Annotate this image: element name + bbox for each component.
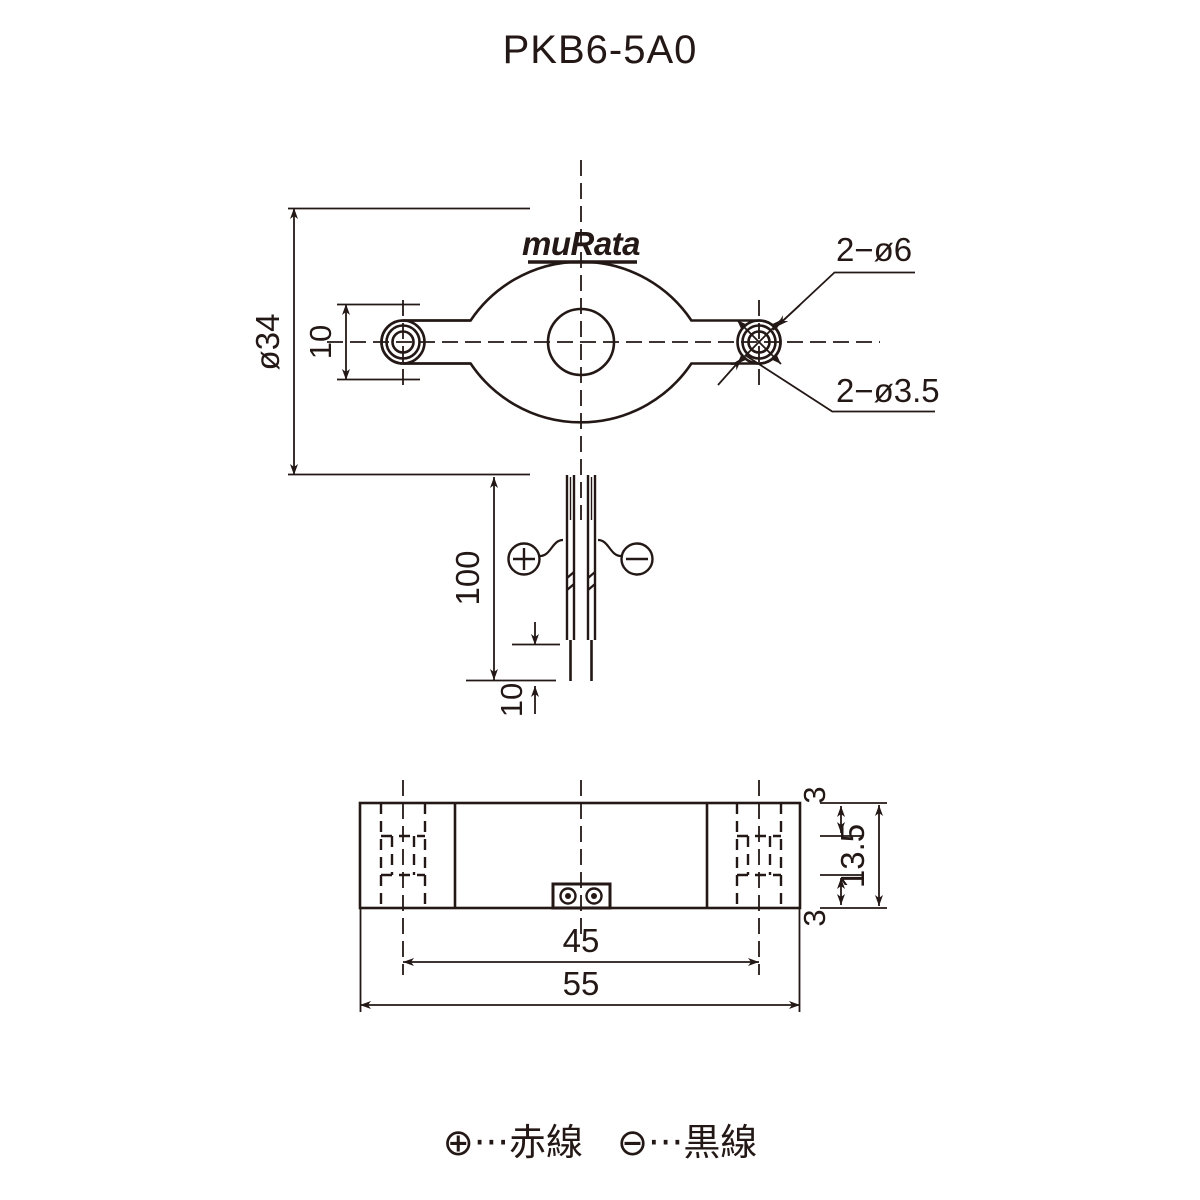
murata-logo: muRata: [522, 225, 641, 264]
lead-break-mark-lower: [566, 583, 596, 591]
legend-plus-dots: ···: [473, 1121, 509, 1164]
top-view-geometry: ø34 10 2−ø6 2−ø3.5: [249, 160, 940, 717]
dim-hole-pitch: 45: [563, 922, 600, 959]
callout-through-hole: 2−ø3.5: [836, 372, 940, 409]
side-view-geometry: 45 55 3 3 13.5: [358, 780, 887, 1012]
dim-lead-length: 100: [449, 550, 486, 605]
dim-tab-width: 10: [303, 325, 338, 359]
polarity-minus-marker: [620, 542, 654, 576]
dim-edge-top: 3: [797, 786, 832, 803]
dim-edge-bottom: 3: [797, 909, 832, 926]
legend-minus-dots: ···: [648, 1121, 684, 1164]
legend-plus-label: 赤線: [509, 1121, 583, 1164]
side-body-outline: [358, 801, 802, 910]
polarity-plus-leader: [539, 538, 564, 558]
page-title: PKB6-5A0: [502, 28, 698, 72]
lead-break-mark-upper: [566, 571, 596, 579]
legend-minus-symbol: ⊖: [617, 1121, 649, 1164]
dim-overall-height: 13.5: [834, 824, 871, 888]
legend-plus-symbol: ⊕: [442, 1121, 474, 1164]
polarity-plus-marker: [507, 542, 541, 576]
callout-counterbore: 2−ø6: [836, 231, 912, 268]
dim-outer-diameter: ø34: [249, 314, 286, 371]
callout-hole-leader: [744, 354, 834, 413]
murata-logo-text: muRata: [522, 225, 640, 262]
dim-overall-length: 55: [563, 965, 600, 1002]
polarity-minus-leader: [597, 538, 622, 558]
terminal-block: [551, 882, 612, 910]
hole-arrow-diag-b: [736, 319, 782, 365]
dim-strip-length: 10: [494, 683, 529, 717]
legend-minus-label: 黒線: [683, 1121, 758, 1164]
polarity-legend: ⊕···赤線⊖···黒線: [0, 1112, 1200, 1166]
callout-cbore-arrow: [775, 304, 801, 328]
